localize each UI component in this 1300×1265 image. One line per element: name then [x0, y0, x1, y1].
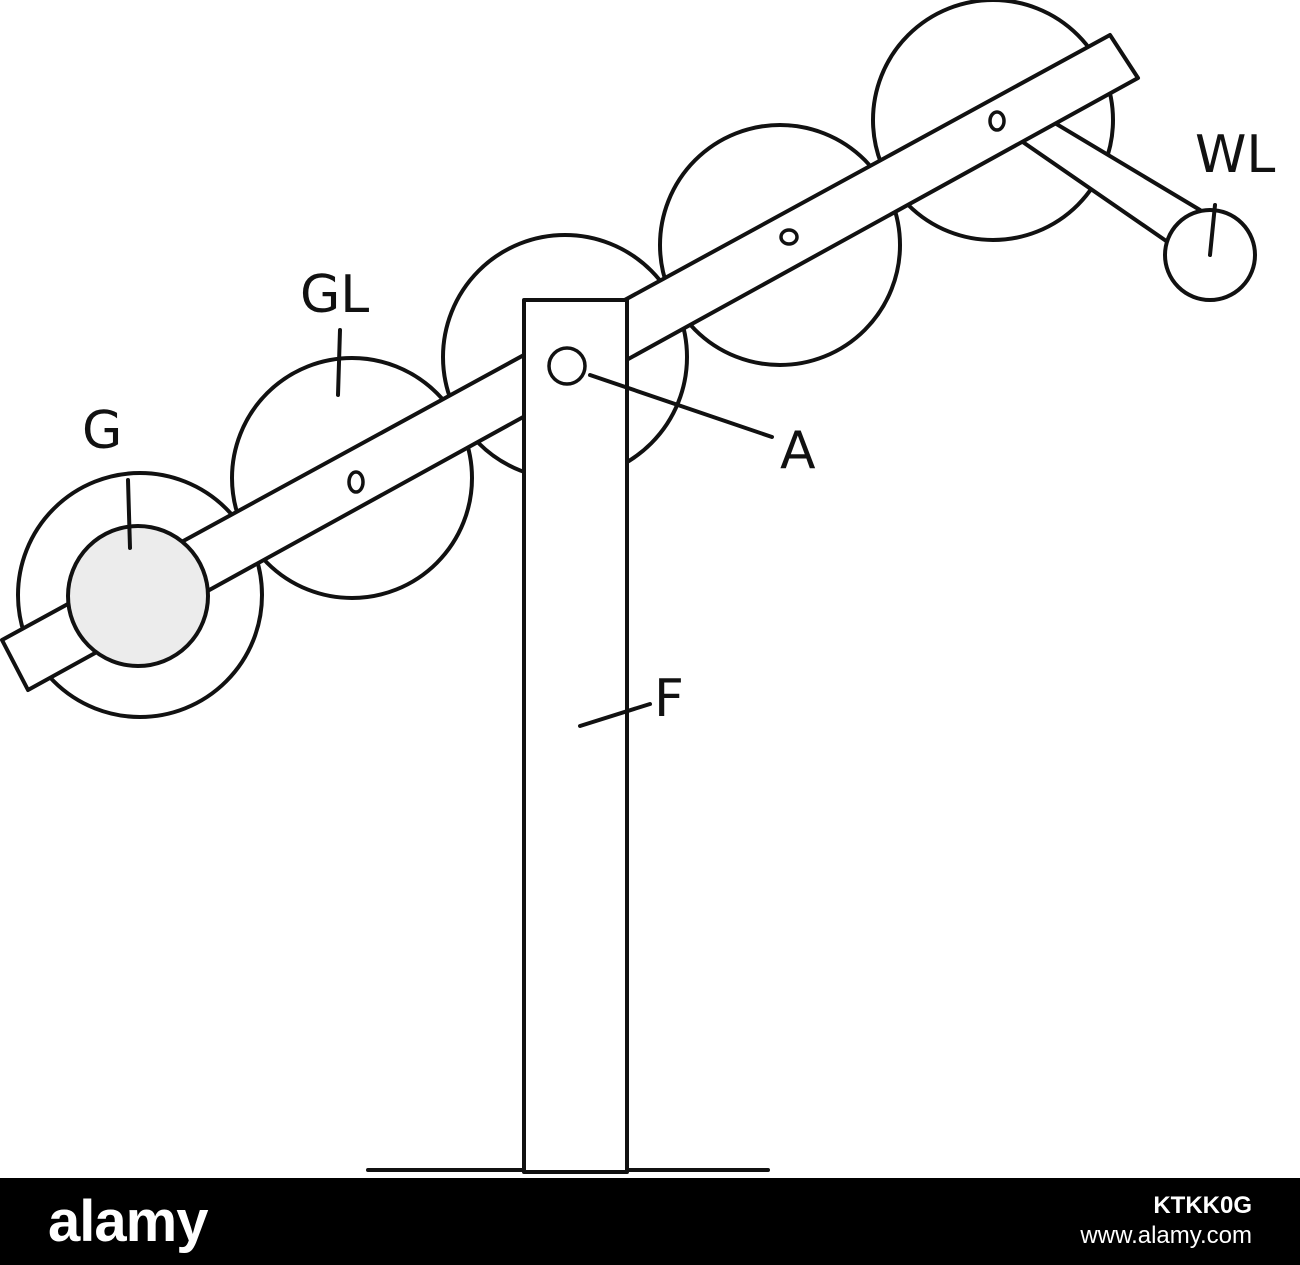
gl-leader-line: [336, 328, 342, 397]
label-g: G: [82, 401, 122, 461]
wl-leader-line: [1208, 203, 1217, 257]
pin-right-mid: [779, 228, 799, 246]
pivot-a: [547, 346, 587, 386]
f-leader-line: [578, 702, 652, 728]
watermark-footer: alamy KTKK0G www.alamy.com: [0, 1178, 1300, 1265]
g-leader-line: [126, 478, 132, 550]
pin-wl-pivot: [988, 110, 1006, 132]
image-code: KTKK0G: [1153, 1192, 1252, 1219]
alamy-logo: alamy: [48, 1189, 208, 1254]
label-a: A: [780, 421, 816, 481]
a-leader-line: [588, 373, 774, 439]
label-f: F: [654, 669, 684, 729]
gear-g-inner: [66, 524, 210, 668]
label-gl: GL: [300, 265, 369, 325]
label-wl: WL: [1195, 125, 1275, 185]
pin-gl: [347, 470, 365, 494]
gear-train-diagram: G GL A F WL: [0, 0, 1275, 1174]
diagram-canvas: G GL A F WL: [0, 0, 1275, 1174]
frame-post-f: [522, 298, 629, 1174]
site-url: www.alamy.com: [1080, 1222, 1252, 1249]
